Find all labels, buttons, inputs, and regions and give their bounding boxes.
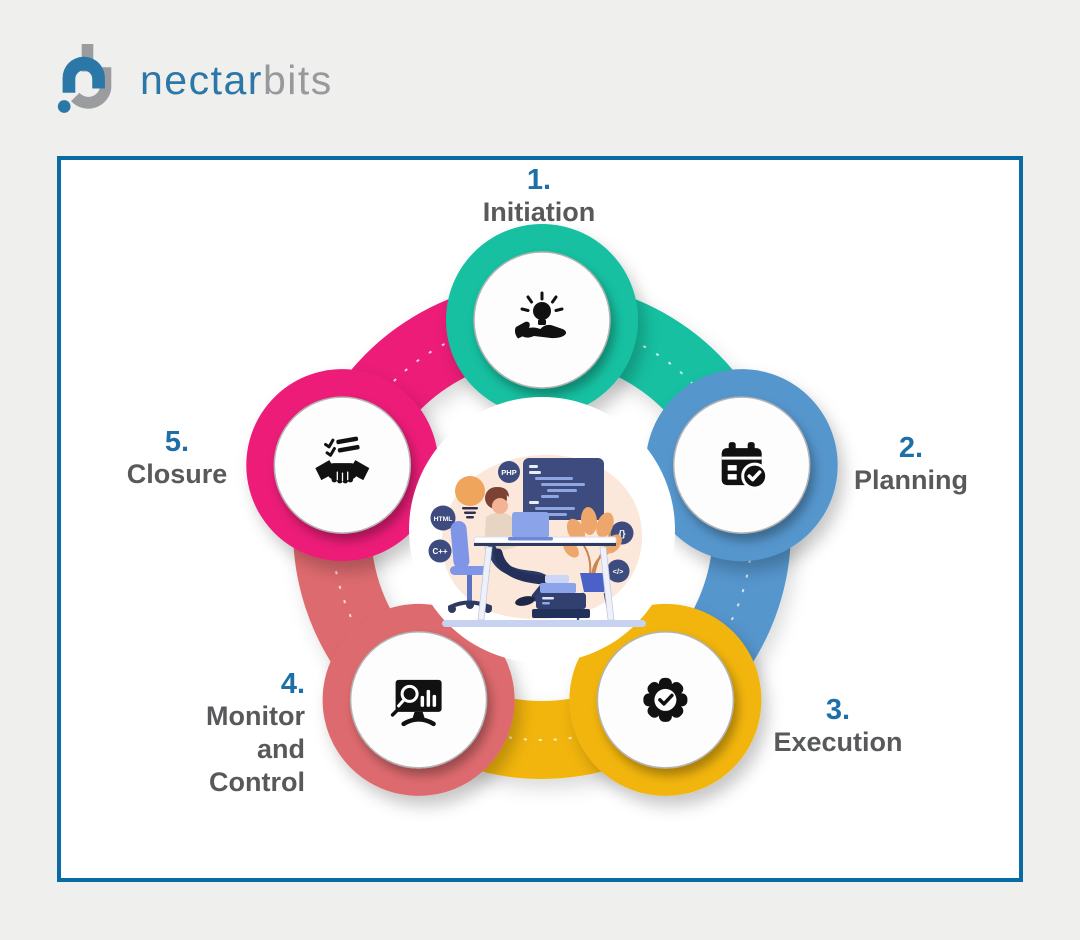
code-lines: [529, 465, 585, 516]
step-title: Planning: [854, 465, 968, 495]
step-label-execution: 3. Execution: [743, 694, 933, 759]
cpp-badge: [428, 539, 452, 563]
step-number: 4.: [280, 668, 305, 700]
step-number: 1.: [526, 164, 552, 196]
step-title-line: and: [256, 734, 305, 764]
gear-check-icon: [643, 677, 688, 722]
logo-word-nectar: nectar: [140, 56, 263, 103]
cpu-machine: [532, 575, 590, 618]
node-initiation: [446, 224, 638, 416]
nectarbits-logo: nectarbits: [56, 44, 333, 116]
developer-at-desk-illustration: PHP HTML C++ {} </>: [428, 454, 646, 627]
step-label-initiation: 1. Initiation: [429, 164, 649, 229]
step-title-line: Monitor: [206, 701, 305, 731]
laptop: [508, 512, 553, 541]
node-planning: [645, 369, 838, 562]
monitor-analytics-icon: [390, 679, 442, 727]
php-badge: [498, 461, 520, 483]
language-badges: PHP HTML C++ {} </>: [428, 461, 634, 583]
node-closure: [246, 369, 439, 562]
floor-line: [442, 620, 646, 627]
logo-word-bits: bits: [262, 56, 333, 103]
code-tag-badge-label: </>: [613, 567, 624, 576]
cpp-badge-label: C++: [432, 547, 447, 556]
step-label-closure: 5. Closure: [92, 426, 262, 491]
html-badge: [430, 505, 456, 531]
step-title-line: Control: [209, 767, 305, 797]
center-illustration: PHP HTML C++ {} </>: [409, 397, 675, 663]
calendar-check-icon: [721, 442, 769, 490]
nectarbits-logo-text: nectarbits: [140, 57, 333, 104]
node-monitor-and-control: [322, 603, 515, 796]
html-badge-label: HTML: [434, 516, 453, 523]
step-number: 3.: [825, 694, 851, 726]
php-badge-label: PHP: [501, 468, 516, 477]
step-title: Execution: [773, 727, 903, 757]
code-tag-badge: [606, 559, 630, 583]
step-label-monitor-and-control: 4. Monitor and Control: [138, 668, 305, 799]
step-number: 5.: [164, 426, 190, 458]
step-title: Initiation: [482, 197, 596, 227]
node-execution: [569, 603, 762, 796]
nectarbits-logo-icon: [57, 44, 112, 113]
braces-badge-label: {}: [618, 529, 626, 539]
lightbulb-illustration: [455, 476, 485, 519]
hand-lightbulb-icon: [514, 291, 567, 339]
office-chair: [448, 521, 492, 613]
step-number: 2.: [898, 432, 924, 464]
step-label-planning: 2. Planning: [816, 432, 1006, 497]
handshake-checklist-icon: [315, 436, 370, 484]
step-title: Closure: [126, 459, 228, 489]
